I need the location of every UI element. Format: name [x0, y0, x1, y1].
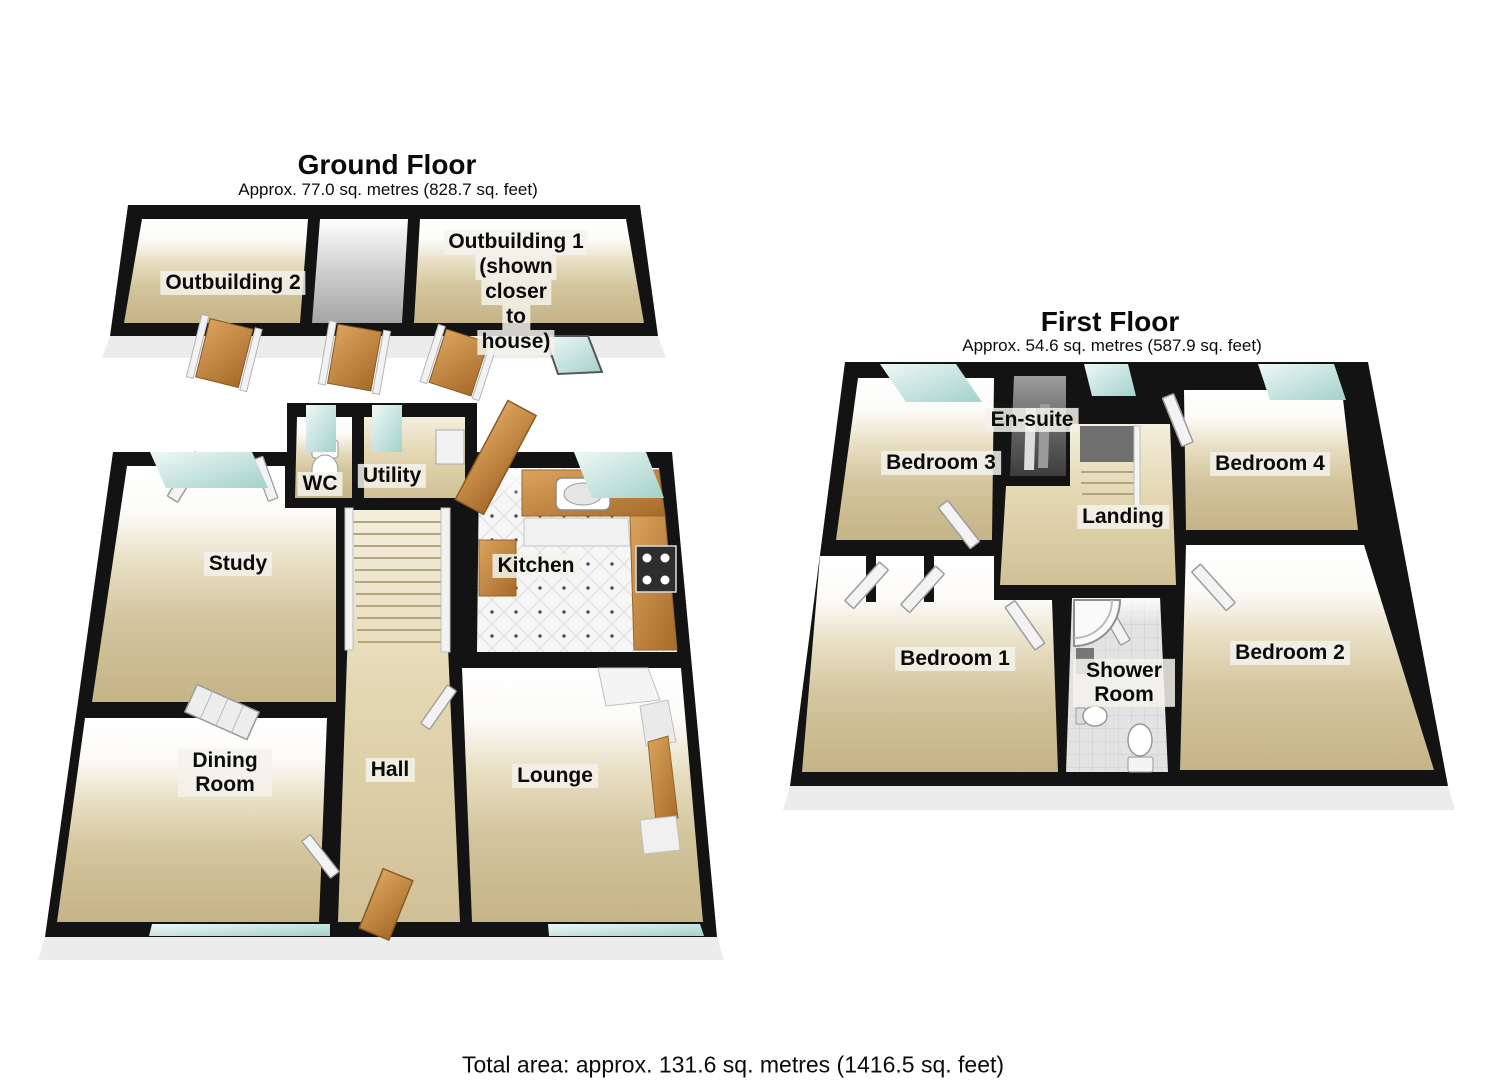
label-lounge: Lounge [512, 763, 598, 789]
ground-floor-title: Ground Floor [297, 149, 477, 180]
label-bedroom3: Bedroom 3 [881, 450, 1001, 476]
staircase [344, 507, 451, 653]
first-floor-sill [783, 786, 1455, 810]
bedroom4-window [1258, 364, 1346, 400]
label-dining-room: Dining Room [178, 748, 272, 798]
first-floor-area: Approx. 54.6 sq. metres (587.9 sq. feet) [962, 336, 1262, 355]
bedroom3-window [880, 364, 982, 402]
landing-window [1084, 364, 1136, 396]
lounge-corner-unit [597, 667, 681, 855]
label-landing: Landing [1077, 504, 1169, 530]
label-ensuite: En-suite [985, 407, 1079, 433]
outbuilding-middle-door [317, 320, 392, 395]
total-area-text: Total area: approx. 131.6 sq. metres (14… [461, 1051, 1005, 1078]
label-study: Study [203, 551, 273, 577]
label-shower-room: Shower Room [1073, 658, 1175, 708]
label-outbuilding1: Outbuilding 1 (shown closer to house) [444, 230, 588, 355]
kitchen-hob [635, 545, 677, 593]
landing-staircase [1080, 425, 1141, 507]
study-window [150, 452, 268, 488]
utility-window [372, 405, 402, 452]
ground-floor-sill [38, 937, 724, 960]
outbuilding2-door [185, 313, 263, 393]
first-floor-plan [783, 362, 1455, 810]
room-lounge-floor [462, 668, 703, 922]
label-outbuilding1-line: house) [477, 329, 555, 355]
kitchen-back-door [454, 399, 538, 516]
dining-room-radiator [183, 683, 261, 741]
room-outbuilding-middle-floor [312, 219, 408, 323]
label-utility: Utility [357, 463, 427, 489]
shower-sink [1075, 705, 1108, 727]
dining-window [149, 924, 330, 936]
label-outbuilding1-line: Outbuilding 1 [444, 230, 588, 255]
outbuilding1-door [419, 323, 499, 402]
label-bedroom1: Bedroom 1 [895, 646, 1015, 672]
label-outbuilding1-line: to [502, 304, 530, 330]
first-floor-title: First Floor [1040, 306, 1180, 337]
label-bedroom4: Bedroom 4 [1210, 451, 1330, 477]
room-study-floor [92, 466, 336, 702]
ground-floor-area: Approx. 77.0 sq. metres (828.7 sq. feet) [238, 180, 538, 199]
label-wc: WC [297, 471, 343, 497]
lounge-window [548, 924, 704, 936]
label-outbuilding1-line: (shown [475, 254, 557, 280]
kitchen-window [574, 452, 664, 498]
label-outbuilding1-line: closer [481, 279, 551, 305]
label-kitchen: Kitchen [492, 553, 580, 579]
hall-and-stairs-floor [338, 510, 460, 922]
label-outbuilding2: Outbuilding 2 [160, 270, 306, 296]
label-hall: Hall [365, 757, 415, 783]
shower-toilet [1127, 723, 1154, 773]
front-door [358, 867, 414, 941]
outbuilding1-step-window [543, 335, 604, 376]
wc-window [306, 405, 336, 452]
utility-appliance [435, 429, 465, 465]
label-bedroom2: Bedroom 2 [1230, 640, 1350, 666]
room-landing-floor [1000, 424, 1176, 585]
